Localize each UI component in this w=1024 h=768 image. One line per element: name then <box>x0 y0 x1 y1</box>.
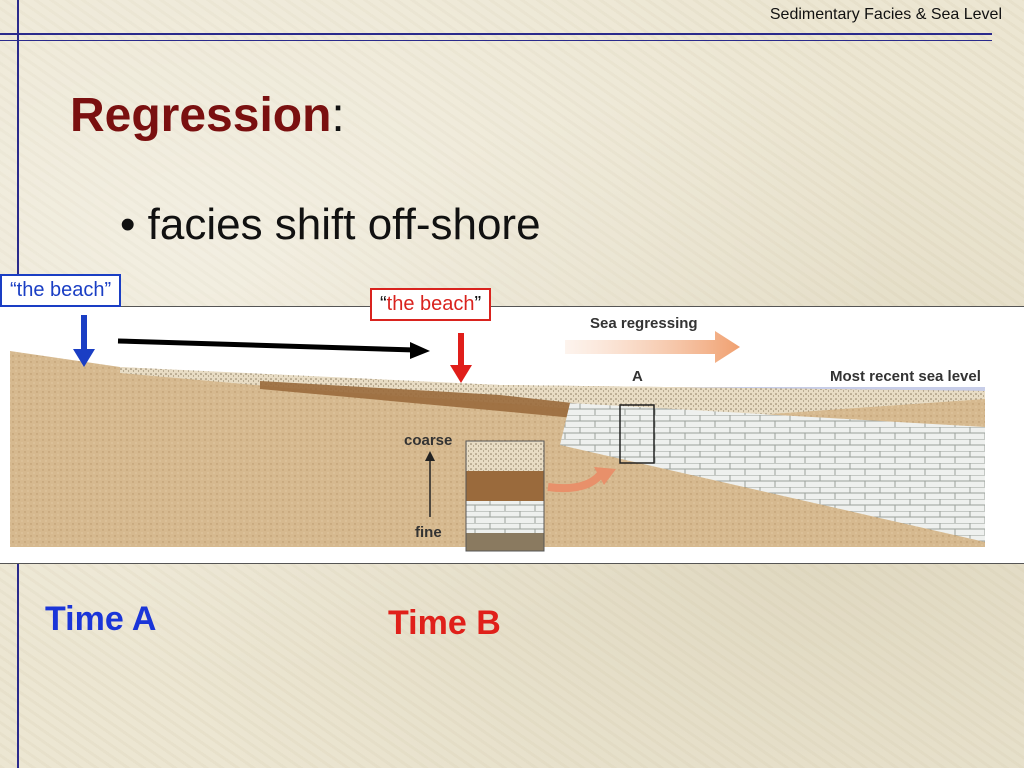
label-sea-level: Most recent sea level <box>830 368 981 385</box>
strat-column <box>466 441 544 551</box>
label-coarse: coarse <box>404 432 452 449</box>
sea-regressing-arrow <box>565 331 740 363</box>
bullet-point: • facies shift off-shore <box>120 200 541 250</box>
time-b-label: Time B <box>388 604 501 643</box>
shift-arrow <box>118 341 415 350</box>
slide-title-text: Regression <box>70 89 331 142</box>
beach-b-text: the beach <box>387 293 475 315</box>
label-point-a: A <box>632 368 643 385</box>
header-rule-top <box>0 33 992 35</box>
header-rule-bottom <box>0 40 992 41</box>
label-sea-regressing: Sea regressing <box>590 315 698 332</box>
shift-arrow-head <box>410 342 430 359</box>
header-title: Sedimentary Facies & Sea Level <box>770 6 1002 24</box>
slide-title: Regression: <box>70 88 345 143</box>
beach-b-close-quote: ” <box>475 293 482 315</box>
time-a-label: Time A <box>45 600 156 639</box>
label-fine: fine <box>415 524 442 541</box>
beach-b-arrow-head <box>450 365 472 383</box>
beach-b-open-quote: “ <box>380 293 387 315</box>
slide-title-colon: : <box>331 89 344 142</box>
diagram-frame: coarse fine Sea regressing A Most recent… <box>0 306 1024 564</box>
beach-label-time-a: “the beach” <box>0 274 121 307</box>
regression-diagram: coarse fine Sea regressing A Most recent… <box>0 307 1024 563</box>
beach-label-time-b: “the beach” <box>370 288 491 321</box>
